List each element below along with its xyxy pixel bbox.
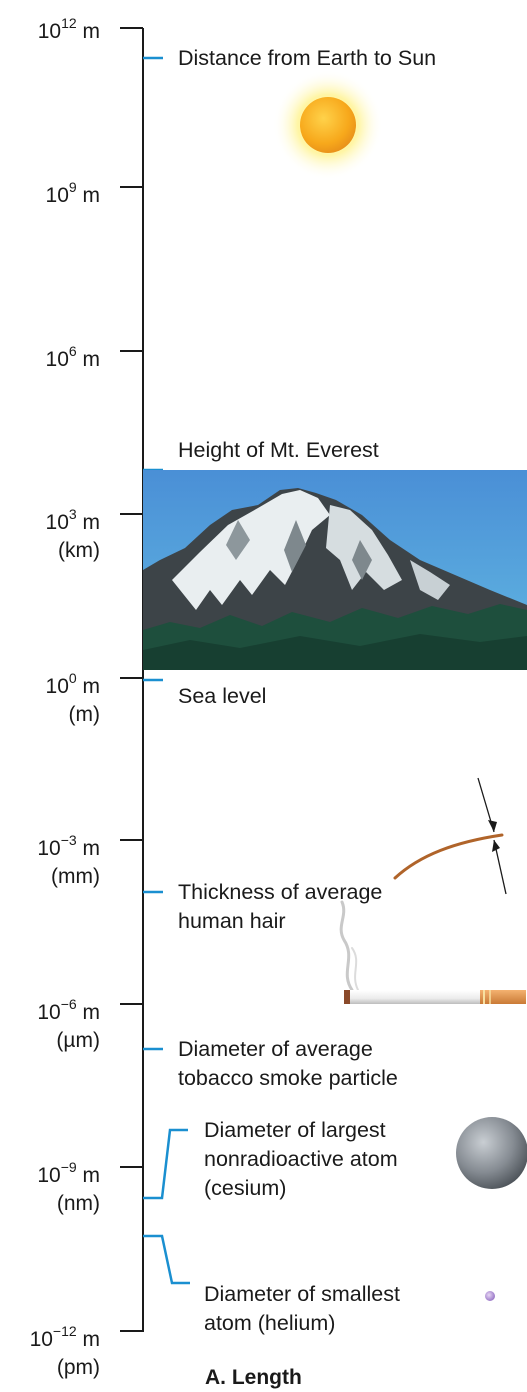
label-earth-sun: Distance from Earth to Sun (178, 44, 436, 73)
label-hair: Thickness of average human hair (178, 878, 382, 936)
label-text: Thickness of average (178, 880, 383, 904)
label-everest: Height of Mt. Everest (178, 436, 379, 465)
marker-helium (143, 1234, 190, 1285)
sun-icon (273, 70, 383, 180)
label-text: human hair (178, 909, 286, 933)
label-text: Diameter of largest (204, 1118, 386, 1142)
tick-unit: m (76, 511, 101, 534)
label-text: Distance from Earth to Sun (178, 46, 437, 70)
label-text: Height of Mt. Everest (178, 438, 379, 462)
label-text: tobacco smoke particle (178, 1066, 398, 1090)
tick-1e-9: 10−9 m (nm) (0, 1156, 100, 1217)
tick-exponent: −9 (60, 1159, 77, 1175)
hair-icon (393, 777, 507, 895)
tick-exponent: −6 (60, 996, 77, 1012)
markers (143, 56, 190, 1285)
label-text: atom (helium) (204, 1311, 336, 1335)
tick-1e9: 109 m (0, 176, 100, 209)
label-smoke: Diameter of average tobacco smoke partic… (178, 1035, 398, 1093)
tick-1e-3: 10−3 m (mm) (0, 829, 100, 890)
tick-base: 10 (37, 20, 62, 43)
tick-unit: m (76, 675, 101, 698)
tick-1e-12: 10−12 m (pm) (0, 1320, 100, 1381)
cigarette-icon (339, 900, 526, 1004)
tick-exponent: 3 (68, 506, 77, 522)
tick-base: 10 (37, 1001, 61, 1024)
label-sea-level: Sea level (178, 682, 266, 711)
tick-exponent: 0 (68, 670, 77, 686)
mountain-icon (143, 470, 527, 670)
tick-sublabel: (µm) (56, 1029, 100, 1052)
tick-base: 10 (45, 675, 69, 698)
label-text: nonradioactive atom (204, 1147, 398, 1171)
tick-exponent: −12 (52, 1323, 77, 1339)
label-helium: Diameter of smallest atom (helium) (204, 1280, 400, 1338)
tick-base: 10 (45, 511, 69, 534)
tick-exponent: 9 (68, 179, 77, 195)
label-text: Diameter of smallest (204, 1282, 400, 1306)
tick-sublabel: (km) (58, 539, 100, 562)
label-text: (cesium) (204, 1176, 287, 1200)
tick-base: 10 (45, 184, 69, 207)
tick-unit: m (76, 348, 101, 371)
tick-unit: m (76, 1328, 101, 1351)
tick-unit: m (76, 20, 101, 43)
tick-1e6: 106 m (0, 340, 100, 373)
tick-base: 10 (37, 1164, 61, 1187)
tick-exponent: 12 (61, 15, 77, 31)
cesium-atom-icon (456, 1117, 527, 1189)
tick-exponent: −3 (60, 832, 77, 848)
tick-1e0: 100 m (m) (0, 667, 100, 728)
label-text: Diameter of average (178, 1037, 373, 1061)
figure-caption: A. Length (205, 1366, 302, 1389)
tick-unit: m (76, 184, 101, 207)
tick-base: 10 (29, 1328, 53, 1351)
tick-unit: m (76, 1001, 101, 1024)
tick-1e12: 1012 m (0, 12, 100, 45)
marker-cesium (143, 1128, 188, 1200)
label-text: Sea level (178, 684, 267, 708)
tick-unit: m (76, 1164, 101, 1187)
tick-sublabel: (m) (68, 703, 100, 726)
label-cesium: Diameter of largest nonradioactive atom … (204, 1116, 398, 1203)
tick-1e3: 103 m (km) (0, 503, 100, 564)
tick-sublabel: (pm) (56, 1356, 100, 1379)
major-ticks (120, 27, 143, 1332)
tick-exponent: 6 (68, 343, 77, 359)
helium-atom-icon (485, 1291, 495, 1301)
tick-base: 10 (45, 348, 69, 371)
tick-1e-6: 10−6 m (µm) (0, 993, 100, 1054)
tick-base: 10 (37, 837, 61, 860)
tick-unit: m (76, 837, 101, 860)
tick-sublabel: (mm) (51, 865, 100, 888)
tick-sublabel: (nm) (56, 1192, 100, 1215)
